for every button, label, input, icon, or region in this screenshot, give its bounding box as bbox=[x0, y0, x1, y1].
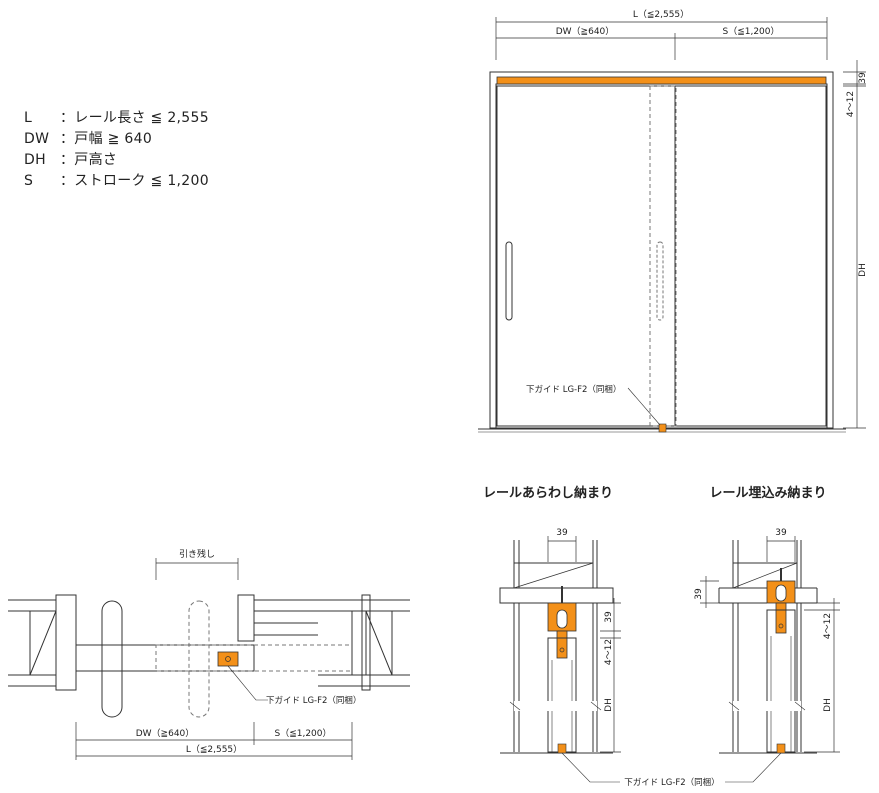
embedded-bottom-guide bbox=[776, 743, 786, 754]
plan-dim-DW: DW（≧640） bbox=[136, 728, 195, 739]
elev-handle bbox=[505, 241, 513, 321]
embedded-hanger bbox=[775, 602, 787, 634]
plan-handle-open bbox=[188, 600, 210, 718]
exposed-dim-39-top: 39 bbox=[556, 528, 568, 538]
legend-row-S: S：ストローク ≦ 1,200 bbox=[24, 173, 209, 189]
legend-row-L: L：レール長さ ≦ 2,555 bbox=[24, 110, 209, 126]
plan-handle bbox=[101, 600, 123, 718]
elev-dim-39: 39 bbox=[858, 72, 868, 84]
elev-top-dimensions bbox=[495, 17, 828, 60]
plan-center-jamb bbox=[237, 594, 255, 642]
plan-right-wall bbox=[318, 594, 410, 691]
front-elevation: L（≦2,555） DW（≧640） S（≦1,200） 下ガイド LG-F2（… bbox=[478, 9, 868, 433]
elev-side-dimensions bbox=[843, 60, 866, 429]
plan-view: 引き残し 下ガイド LG-F2（同梱 bbox=[8, 548, 410, 760]
exposed-side-dimensions bbox=[600, 598, 621, 753]
legend: L：レール長さ ≦ 2,555 DW：戸幅 ≧ 640 DH：戸高さ S：ストロ… bbox=[24, 108, 209, 192]
embedded-side-dimensions bbox=[804, 598, 840, 753]
plan-hikinokoshi-label: 引き残し bbox=[179, 548, 215, 560]
legend-row-DH: DH：戸高さ bbox=[24, 152, 118, 168]
elev-dim-DW: DW（≧640） bbox=[556, 26, 615, 37]
exposed-roller bbox=[556, 609, 568, 629]
section-exposed-title: レールあらわし納まり bbox=[483, 485, 613, 501]
legend-row-DW: DW：戸幅 ≧ 640 bbox=[24, 131, 153, 147]
plan-door-open-outline bbox=[155, 644, 353, 672]
elev-dim-L: L（≦2,555） bbox=[633, 9, 689, 20]
embedded-dim-4-12: 4～12 bbox=[823, 613, 833, 639]
plan-dim-L: L（≦2,555） bbox=[186, 744, 242, 755]
bottom-guide-callout bbox=[561, 752, 782, 783]
plan-guide-leader bbox=[227, 665, 268, 701]
elev-top-rail bbox=[496, 76, 827, 85]
elev-handle-open bbox=[656, 241, 664, 321]
plan-bottom-guide-hole bbox=[225, 656, 231, 662]
plan-left-wall bbox=[8, 594, 77, 691]
section-embedded-title: レール埋込み納まり bbox=[709, 485, 826, 501]
section-embedded-rail: レール埋込み納まり 39 bbox=[694, 485, 840, 754]
exposed-hanger bbox=[556, 630, 568, 659]
section-exposed-rail: レールあらわし納まり 39 bbox=[483, 485, 621, 754]
plan-dim-S: S（≦1,200） bbox=[274, 728, 331, 739]
plan-bottom-guide bbox=[217, 651, 239, 667]
elev-dim-DH: DH bbox=[858, 263, 868, 277]
embedded-dim-39-top: 39 bbox=[775, 528, 787, 538]
elev-dim-4-12: 4～12 bbox=[846, 91, 856, 117]
bottom-guide-label: 下ガイド LG-F2（同梱） bbox=[624, 777, 719, 788]
embedded-roller bbox=[775, 584, 787, 602]
elev-guide-leader bbox=[627, 387, 661, 426]
exposed-dim-39-side: 39 bbox=[604, 611, 614, 623]
exposed-dim-4-12: 4～12 bbox=[604, 639, 614, 665]
exposed-bottom-guide bbox=[557, 743, 567, 754]
embedded-dim-DH: DH bbox=[823, 698, 833, 712]
plan-guide-label: 下ガイド LG-F2（同梱） bbox=[266, 695, 361, 706]
elev-guide-label: 下ガイド LG-F2（同梱） bbox=[526, 384, 621, 395]
embedded-dim-39-side: 39 bbox=[694, 588, 704, 600]
elev-dim-S: S（≦1,200） bbox=[722, 26, 779, 37]
exposed-dim-DH: DH bbox=[604, 698, 614, 712]
elev-bottom-guide bbox=[658, 423, 667, 433]
elev-outer-frame bbox=[489, 71, 834, 429]
elev-inner-frame bbox=[495, 83, 828, 429]
elev-sliding-door bbox=[496, 85, 676, 427]
exposed-ceiling bbox=[499, 587, 614, 604]
plan-dimensions bbox=[75, 722, 353, 760]
elev-fixed-panel bbox=[674, 85, 827, 427]
